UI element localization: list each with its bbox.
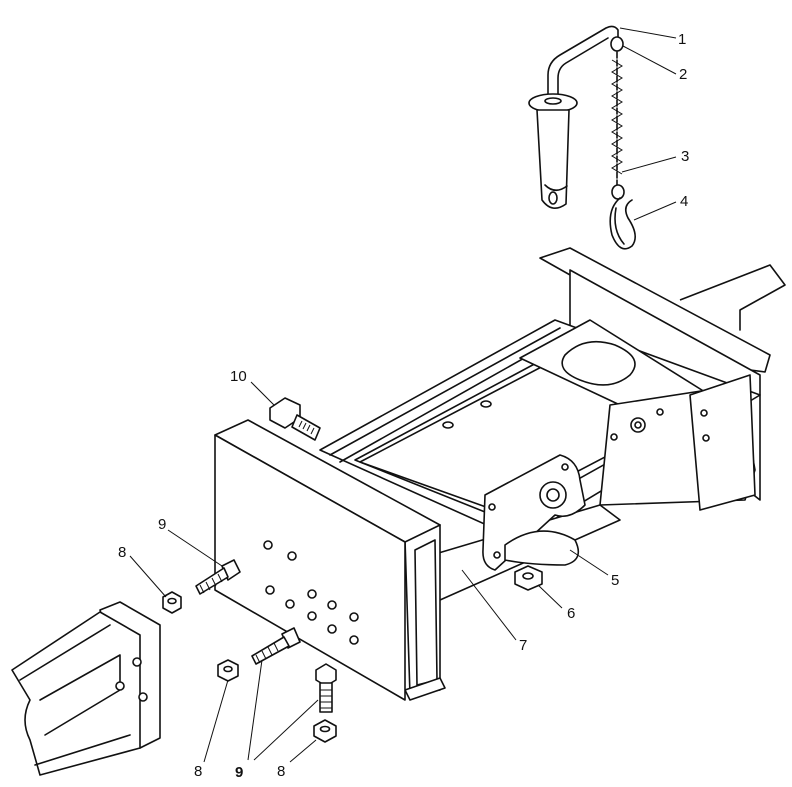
callout-9-upper: 9 [158, 516, 166, 533]
callout-8-lower-right: 8 [277, 763, 285, 780]
bolt-9-lower-right [315, 663, 337, 713]
callout-8-lower-left: 8 [194, 763, 202, 780]
hitch-pin [528, 25, 619, 209]
callout-10: 10 [230, 368, 247, 385]
retaining-clip [609, 197, 636, 250]
bolt-9-lower-left [251, 627, 301, 665]
callouts: 1 2 3 4 5 6 7 8 8 8 9 9 10 [118, 31, 689, 781]
callout-3: 3 [681, 148, 689, 165]
leader-lines [129, 27, 677, 763]
bolt-10 [269, 397, 321, 441]
hitch-body [319, 319, 761, 701]
bolt-9-upper [195, 559, 241, 595]
chain [610, 36, 625, 200]
callout-2: 2 [679, 66, 687, 83]
coupling-jaw [482, 454, 586, 571]
nut-8-lower-right [313, 719, 337, 743]
mounting-plate [214, 419, 441, 701]
callout-5: 5 [611, 572, 619, 589]
callout-9-lower: 9 [235, 764, 243, 781]
callout-6: 6 [567, 605, 575, 622]
nut-8-upper [162, 591, 182, 614]
callout-8-upper: 8 [118, 544, 126, 561]
frame-member [11, 601, 161, 776]
callout-4: 4 [680, 193, 688, 210]
nut-6 [514, 565, 543, 591]
plate-holes [263, 540, 359, 645]
nut-8-lower-left [217, 659, 239, 682]
callout-7: 7 [519, 637, 527, 654]
callout-1: 1 [678, 31, 686, 48]
